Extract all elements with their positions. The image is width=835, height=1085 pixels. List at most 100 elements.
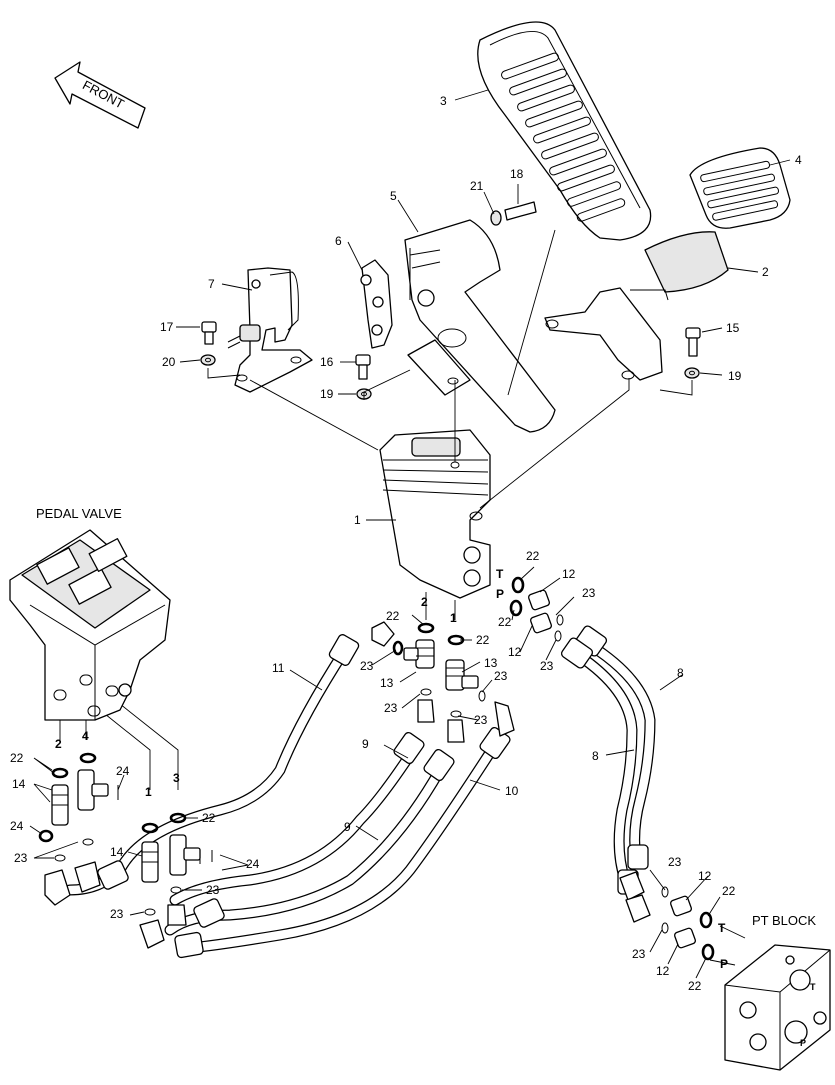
- callout-12-d: 12: [656, 964, 670, 978]
- hose-8-b: [572, 649, 638, 886]
- washer-21: [490, 210, 502, 226]
- callout-12-b: 12: [508, 645, 522, 659]
- callout-24-a: 24: [116, 764, 130, 778]
- callout-9-a: 9: [362, 737, 369, 751]
- port-markers: T P 2 1 2 4 1 3 T P T P: [55, 567, 816, 1048]
- pt-block: [724, 944, 831, 1071]
- port-4-inset: 4: [82, 729, 89, 743]
- pedal-ribs: [501, 52, 626, 222]
- callout-22-h: 22: [688, 979, 702, 993]
- hose-9-upper: [169, 749, 416, 906]
- callout-numbers: 3 4 2 5 21 18 6 7 17 20 16 19 15 19 1 22…: [10, 94, 802, 993]
- callout-22-g: 22: [722, 884, 736, 898]
- link-plate: [360, 259, 393, 349]
- bolt-15: [685, 327, 701, 357]
- port-P-valve: P: [496, 587, 504, 601]
- washer-20: [200, 354, 216, 366]
- callout-23-b: 23: [540, 659, 554, 673]
- bolt-16: [355, 354, 371, 380]
- callout-7: 7: [208, 277, 215, 291]
- callout-23-g: 23: [14, 851, 28, 865]
- callout-24-b: 24: [10, 819, 24, 833]
- callout-23-k: 23: [632, 947, 646, 961]
- bolt-18: [504, 201, 537, 221]
- port-1-valve: 1: [450, 611, 457, 625]
- callout-22-a: 22: [526, 549, 540, 563]
- switch-bracket: [227, 267, 313, 393]
- callout-15: 15: [726, 321, 740, 335]
- callout-1: 1: [354, 513, 361, 527]
- tee-fitting-14-d: [169, 834, 201, 876]
- pt-block-title: PT BLOCK: [752, 913, 816, 928]
- callout-18: 18: [510, 167, 524, 181]
- callout-22-c: 22: [386, 609, 400, 623]
- front-arrow: FRONT: [54, 61, 146, 129]
- callout-11: 11: [272, 661, 285, 675]
- small-seals: [54, 614, 669, 934]
- bolt-17: [201, 321, 217, 345]
- callout-13-a: 13: [484, 656, 498, 670]
- small-pedal-pad: [689, 147, 791, 229]
- hose-10: [184, 739, 501, 954]
- callout-19-right: 19: [728, 369, 742, 383]
- port-3-inset: 3: [173, 771, 180, 785]
- port-2-inset: 2: [55, 737, 62, 751]
- callout-8-b: 8: [592, 749, 599, 763]
- callout-23-c: 23: [360, 659, 374, 673]
- washer-19-right: [684, 367, 700, 379]
- port-T-face: T: [810, 982, 816, 992]
- callout-3: 3: [440, 94, 447, 108]
- callout-14-a: 14: [12, 777, 26, 791]
- small-pedal-lever: [544, 231, 729, 381]
- port-P-block: P: [720, 957, 728, 971]
- callout-4: 4: [795, 153, 802, 167]
- callout-9-b: 9: [344, 820, 351, 834]
- port-1-inset: 1: [145, 785, 152, 799]
- callout-23-f: 23: [474, 713, 488, 727]
- port-P-face: P: [800, 1038, 806, 1048]
- callout-23-a: 23: [582, 586, 596, 600]
- callout-12-c: 12: [698, 869, 712, 883]
- callout-10: 10: [505, 784, 519, 798]
- callout-22-f: 22: [202, 811, 216, 825]
- callout-23-d: 23: [494, 669, 508, 683]
- callout-23-j: 23: [668, 855, 682, 869]
- accelerator-pedal: [477, 21, 652, 241]
- callout-23-h: 23: [206, 883, 220, 897]
- tee-fitting-14-b: [77, 769, 109, 811]
- tee-fitting-14-a: [51, 784, 69, 826]
- callout-20: 20: [162, 355, 176, 369]
- callout-8-a: 8: [677, 666, 684, 680]
- adapter-12-bottom: [670, 895, 696, 949]
- callout-5: 5: [390, 189, 397, 203]
- o-rings: [38, 576, 715, 961]
- tee-fitting-right: [445, 659, 479, 691]
- pedal-bracket: [404, 219, 556, 433]
- callout-23-e: 23: [384, 701, 398, 715]
- port-2-valve: 2: [421, 595, 428, 609]
- tee-fitting-left: [403, 639, 435, 669]
- pedal-valve-title: PEDAL VALVE: [36, 506, 122, 521]
- callout-12-a: 12: [562, 567, 576, 581]
- callout-2: 2: [762, 265, 769, 279]
- callout-13-b: 13: [380, 676, 394, 690]
- port-T-block: T: [718, 921, 726, 935]
- pedal-valve-inset: [9, 529, 171, 721]
- callout-17: 17: [160, 320, 174, 334]
- callout-22-b: 22: [498, 615, 512, 629]
- hose-8-a: [584, 639, 656, 866]
- callout-21: 21: [470, 179, 484, 193]
- callout-19-left: 19: [320, 387, 334, 401]
- adapter-12-top: [528, 589, 552, 634]
- callout-14-b: 14: [110, 845, 124, 859]
- callout-23-i: 23: [110, 907, 124, 921]
- port-T-valve: T: [496, 567, 504, 581]
- elbow-fittings: [44, 621, 651, 949]
- pedal-valve-body: [379, 429, 491, 599]
- callout-22-e: 22: [10, 751, 24, 765]
- tee-fitting-14-c: [141, 841, 159, 883]
- assembly-leaders: [59, 229, 746, 966]
- callout-24-c: 24: [246, 857, 260, 871]
- callout-leaders: [29, 89, 791, 979]
